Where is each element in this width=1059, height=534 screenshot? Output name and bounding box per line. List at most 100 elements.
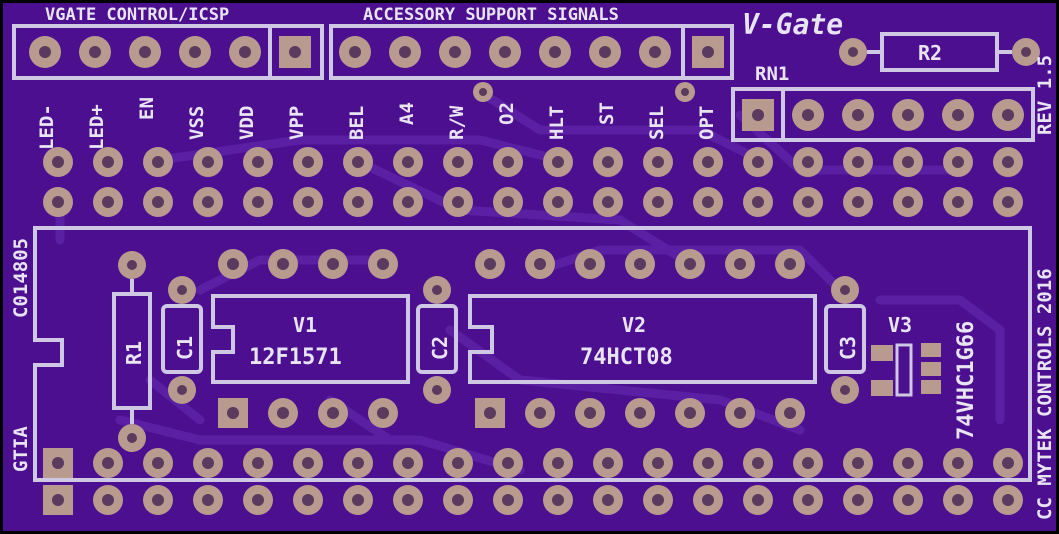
c3-pad-bottom[interactable]: [831, 376, 859, 404]
pad[interactable]: [993, 448, 1023, 478]
pad[interactable]: [493, 187, 523, 217]
pad[interactable]: [43, 147, 73, 177]
pad[interactable]: [993, 187, 1023, 217]
header-pin[interactable]: [129, 36, 161, 68]
pad[interactable]: [743, 187, 773, 217]
pad[interactable]: [625, 249, 655, 279]
r2-pad-left[interactable]: [839, 38, 867, 66]
header-pin-square[interactable]: [279, 36, 311, 68]
pad[interactable]: [143, 448, 173, 478]
pad[interactable]: [443, 485, 473, 515]
pad[interactable]: [218, 249, 248, 279]
pad[interactable]: [443, 448, 473, 478]
pad[interactable]: [993, 485, 1023, 515]
pad[interactable]: [343, 187, 373, 217]
rn1-pin[interactable]: [892, 99, 924, 131]
pad-square[interactable]: [218, 398, 248, 428]
pad[interactable]: [643, 485, 673, 515]
pad[interactable]: [393, 147, 423, 177]
pad[interactable]: [343, 448, 373, 478]
pad[interactable]: [493, 147, 523, 177]
pad[interactable]: [843, 147, 873, 177]
pad[interactable]: [575, 249, 605, 279]
header-pin[interactable]: [439, 36, 471, 68]
pad[interactable]: [318, 398, 348, 428]
pad[interactable]: [893, 485, 923, 515]
pad[interactable]: [543, 147, 573, 177]
c3-pad-top[interactable]: [831, 276, 859, 304]
pad[interactable]: [193, 187, 223, 217]
pad[interactable]: [643, 448, 673, 478]
pad[interactable]: [475, 249, 505, 279]
pad[interactable]: [243, 147, 273, 177]
pad[interactable]: [693, 448, 723, 478]
pad[interactable]: [593, 448, 623, 478]
rn1-pin-square[interactable]: [742, 99, 774, 131]
header-pin[interactable]: [389, 36, 421, 68]
pad[interactable]: [743, 147, 773, 177]
header-pin[interactable]: [29, 36, 61, 68]
pad[interactable]: [543, 485, 573, 515]
rn1-pin[interactable]: [992, 99, 1024, 131]
rn1-pin[interactable]: [792, 99, 824, 131]
pad[interactable]: [393, 485, 423, 515]
pad[interactable]: [443, 147, 473, 177]
pad[interactable]: [493, 485, 523, 515]
pad[interactable]: [675, 398, 705, 428]
pad[interactable]: [243, 448, 273, 478]
pad[interactable]: [525, 249, 555, 279]
pad[interactable]: [943, 448, 973, 478]
pad[interactable]: [793, 485, 823, 515]
pad[interactable]: [843, 485, 873, 515]
pad[interactable]: [993, 147, 1023, 177]
pad[interactable]: [243, 485, 273, 515]
pad[interactable]: [725, 398, 755, 428]
pad[interactable]: [543, 187, 573, 217]
pad[interactable]: [93, 147, 123, 177]
pad[interactable]: [725, 249, 755, 279]
r1-pad-top[interactable]: [118, 251, 146, 279]
pad[interactable]: [143, 147, 173, 177]
pad[interactable]: [243, 187, 273, 217]
r1-pad-bottom[interactable]: [118, 424, 146, 452]
pad[interactable]: [693, 187, 723, 217]
c2-pad-bottom[interactable]: [423, 376, 451, 404]
pad[interactable]: [93, 485, 123, 515]
rn1-pin[interactable]: [942, 99, 974, 131]
pad[interactable]: [775, 398, 805, 428]
pad[interactable]: [93, 187, 123, 217]
pad[interactable]: [343, 147, 373, 177]
pad[interactable]: [943, 485, 973, 515]
pad[interactable]: [943, 147, 973, 177]
pad[interactable]: [793, 448, 823, 478]
pad[interactable]: [193, 485, 223, 515]
pad[interactable]: [43, 187, 73, 217]
pad[interactable]: [293, 147, 323, 177]
pad[interactable]: [843, 187, 873, 217]
pad[interactable]: [368, 398, 398, 428]
pad[interactable]: [643, 147, 673, 177]
header-pin[interactable]: [589, 36, 621, 68]
pad[interactable]: [293, 187, 323, 217]
c1-pad-bottom[interactable]: [168, 376, 196, 404]
header-pin[interactable]: [339, 36, 371, 68]
pad-square[interactable]: [43, 485, 73, 515]
pad[interactable]: [143, 485, 173, 515]
pad[interactable]: [343, 485, 373, 515]
pad[interactable]: [625, 398, 655, 428]
pad[interactable]: [893, 147, 923, 177]
pad[interactable]: [543, 448, 573, 478]
c1-pad-top[interactable]: [168, 276, 196, 304]
pad[interactable]: [693, 485, 723, 515]
pad[interactable]: [193, 448, 223, 478]
pad-square[interactable]: [475, 398, 505, 428]
rn1-pin[interactable]: [842, 99, 874, 131]
pad[interactable]: [843, 448, 873, 478]
pad[interactable]: [393, 187, 423, 217]
pad[interactable]: [575, 398, 605, 428]
pad[interactable]: [318, 249, 348, 279]
header-pin[interactable]: [179, 36, 211, 68]
header-pin-square[interactable]: [692, 36, 724, 68]
pad[interactable]: [643, 187, 673, 217]
pad[interactable]: [143, 187, 173, 217]
